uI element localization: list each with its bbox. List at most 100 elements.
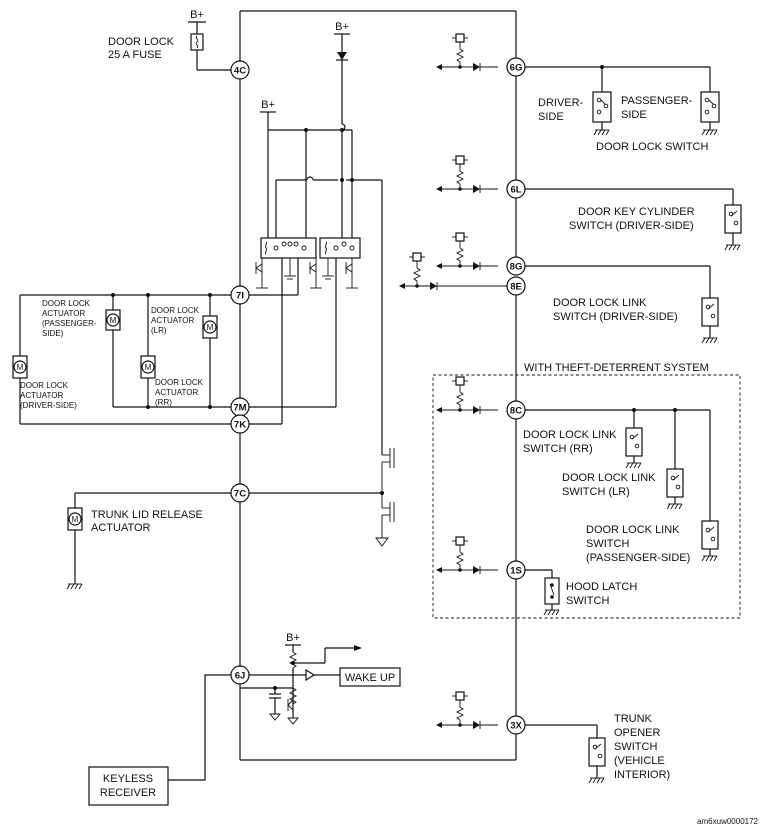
trunk-opener-line1: TRUNK (614, 713, 653, 725)
wakeup-circuit: B+ WAKE UP KEYLESS RECEIVER (88, 632, 401, 806)
motor-icon-rr: M (140, 355, 156, 379)
connector-6j: 6J (230, 665, 250, 685)
svg-text:ACTUATOR: ACTUATOR (42, 309, 85, 318)
trunk-label-line2: ACTUATOR (91, 522, 151, 534)
link-passenger-line1: DOOR LOCK LINK (586, 524, 680, 536)
svg-text:M: M (17, 363, 24, 372)
keyless-label-line2: RECEIVER (100, 787, 156, 799)
key-cylinder-line2: SWITCH (DRIVER-SIDE) (569, 220, 694, 232)
svg-text:DOOR LOCK: DOOR LOCK (20, 381, 69, 390)
driver-transistors (255, 258, 358, 289)
hood-latch-line2: SWITCH (566, 595, 609, 607)
wakeup-transistor (287, 699, 294, 711)
connector-3x: 3X (506, 715, 526, 735)
right-connectors: 6G 6L 8G 8E 8C 1S 3X (506, 57, 526, 735)
relay-unlock (319, 237, 361, 259)
relay-bplus-label: B+ (261, 99, 275, 111)
link-passenger-switch-icon (701, 520, 719, 550)
theft-deterrent-group: WITH THEFT-DETERRENT SYSTEM DOOR LOCK LI… (432, 362, 741, 619)
fuse-bplus-label: B+ (190, 9, 204, 21)
svg-text:SIDE): SIDE) (42, 329, 64, 338)
hood-latch-switch-icon (544, 577, 560, 605)
diode-bplus-label: B+ (335, 21, 349, 33)
hood-latch-line1: HOOD LATCH (566, 581, 637, 593)
svg-text:M: M (110, 316, 117, 325)
svg-text:M: M (72, 515, 79, 524)
diode-icon (337, 52, 347, 60)
fuse-label-line1: DOOR LOCK (108, 36, 175, 48)
connector-6l: 6L (506, 179, 526, 199)
door-lock-fuse: B+ DOOR LOCK 25 A FUSE (108, 9, 231, 71)
actuator-label-driver: DOOR LOCK ACTUATOR (DRIVER-SIDE) (20, 381, 77, 410)
link-lr-switch-icon (666, 468, 684, 498)
wakeup-label: WAKE UP (345, 672, 395, 684)
link-lr-line1: DOOR LOCK LINK (562, 472, 656, 484)
switch-icon-passenger (700, 91, 720, 123)
module-outline (239, 10, 517, 761)
door-lock-actuators: M M M M DOOR LOCK ACTUATOR (PASSENGER- S… (12, 293, 231, 425)
link-lr-line2: SWITCH (LR) (562, 486, 630, 498)
relay-lock (260, 237, 317, 259)
motor-icon-lr: M (202, 315, 218, 339)
trunk-label-line1: TRUNK LID RELEASE (91, 509, 203, 521)
trunk-opener-line5: INTERIOR) (614, 769, 670, 781)
svg-text:ACTUATOR: ACTUATOR (20, 391, 63, 400)
svg-text:6L: 6L (510, 185, 521, 196)
svg-text:7M: 7M (233, 403, 246, 414)
connector-1s: 1S (506, 560, 526, 580)
svg-text:7K: 7K (234, 420, 246, 431)
svg-text:8G: 8G (510, 262, 523, 273)
connector-8c: 8C (506, 400, 526, 420)
trunk-opener-line3: SWITCH (614, 741, 657, 753)
svg-text:4C: 4C (234, 66, 246, 77)
wakeup-box (339, 667, 401, 687)
input-6g-door-lock-switch: DRIVER- SIDE PASSENGER- SIDE DOOR LOCK S… (435, 33, 720, 153)
svg-text:DOOR LOCK: DOOR LOCK (151, 306, 200, 315)
trunk-opener-line2: OPENER (614, 727, 661, 739)
link-rr-line1: DOOR LOCK LINK (523, 429, 617, 441)
trunk-lid-release-actuator: M TRUNK LID RELEASE ACTUATOR (66, 492, 231, 590)
actuator-label-passenger: DOOR LOCK ACTUATOR (PASSENGER- SIDE) (42, 299, 97, 338)
connector-4c: 4C (230, 60, 250, 80)
link-passenger-line3: (PASSENGER-SIDE) (586, 552, 690, 564)
input-3x-trunk-opener: TRUNK OPENER SWITCH (VEHICLE INTERIOR) (435, 691, 670, 784)
motor-icon-passenger: M (105, 309, 121, 331)
svg-text:ACTUATOR: ACTUATOR (155, 388, 198, 397)
switch-icon-driver (592, 91, 612, 123)
trunk-ground-icon (66, 583, 83, 590)
link-rr-switch-icon (625, 427, 643, 457)
passenger-side-line1: PASSENGER- (621, 95, 693, 107)
wakeup-bplus-label: B+ (286, 632, 300, 644)
buffer-icon (305, 668, 316, 682)
actuator-label-rr: DOOR LOCK ACTUATOR (RR) (155, 378, 204, 407)
svg-text:DOOR LOCK: DOOR LOCK (42, 299, 91, 308)
link-passenger-line2: SWITCH (586, 538, 629, 550)
internal-relay-circuit: B+ B+ (249, 21, 395, 547)
fuse-label-line2: 25 A FUSE (108, 49, 162, 61)
connector-7i: 7I (230, 285, 250, 305)
link-driver-line1: DOOR LOCK LINK (553, 297, 647, 309)
connector-7c: 7C (230, 483, 250, 503)
left-connectors: 4C 7I 7M 7K 7C 6J (230, 60, 250, 685)
driver-side-line2: SIDE (538, 111, 564, 123)
connector-7k: 7K (230, 414, 250, 434)
svg-text:6G: 6G (510, 63, 523, 74)
motor-icon-driver: M (12, 355, 28, 379)
passenger-side-line2: SIDE (621, 109, 647, 121)
link-driver-line2: SWITCH (DRIVER-SIDE) (553, 311, 678, 323)
trunk-motor-icon (68, 512, 82, 526)
svg-text:6J: 6J (235, 671, 246, 682)
svg-text:DOOR LOCK: DOOR LOCK (155, 378, 204, 387)
connector-8g: 8G (506, 256, 526, 276)
svg-text:(LR): (LR) (151, 326, 167, 335)
keyless-label-line1: KEYLESS (103, 773, 153, 785)
svg-text:(DRIVER-SIDE): (DRIVER-SIDE) (20, 401, 77, 410)
key-cylinder-line1: DOOR KEY CYLINDER (578, 206, 695, 218)
trunk-release-transistors (375, 448, 395, 547)
svg-text:7I: 7I (236, 291, 244, 302)
door-lock-switch-title: DOOR LOCK SWITCH (596, 141, 709, 153)
svg-text:ACTUATOR: ACTUATOR (151, 316, 194, 325)
actuator-label-lr: DOOR LOCK ACTUATOR (LR) (151, 306, 200, 335)
svg-text:M: M (145, 363, 152, 372)
connector-7m: 7M (230, 397, 250, 417)
